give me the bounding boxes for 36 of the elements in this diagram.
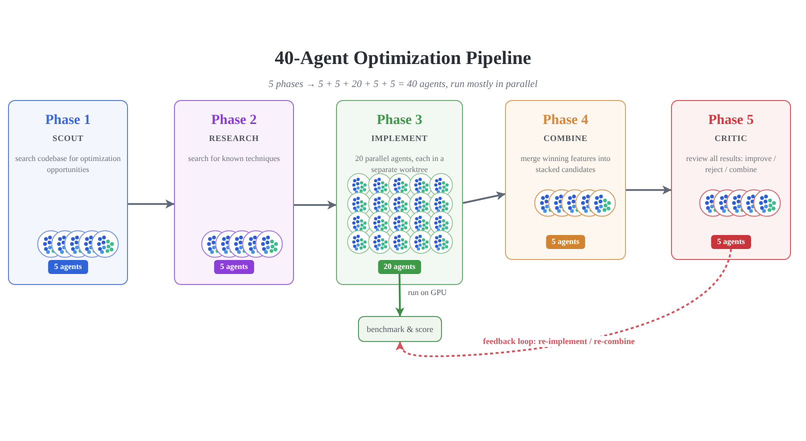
phase-card <box>505 100 626 260</box>
phase-description: review all results: improve / reject / combine <box>685 152 777 174</box>
agent-count-badge: 5 agents <box>546 235 586 249</box>
phase-name: COMBINE <box>544 134 588 142</box>
phase-name: RESEARCH <box>209 134 259 142</box>
agent-count-badge: 5 agents <box>711 235 751 249</box>
phase-card <box>671 100 791 260</box>
phase-name: SCOUT <box>52 134 84 142</box>
arrow <box>626 186 672 194</box>
arrow <box>294 200 336 210</box>
phase-description: search codebase for optimization opportunities <box>14 152 122 174</box>
arrow <box>462 191 506 204</box>
edge-label: run on GPU <box>406 287 449 298</box>
benchmark-box: benchmark & score <box>358 316 442 342</box>
agent-count-badge: 5 agents <box>48 260 88 274</box>
phase-card <box>174 100 294 285</box>
phase-description: 20 parallel agents, each in a separate worktree <box>354 152 445 174</box>
phase-description: search for known techniques <box>187 152 281 164</box>
phase-name: CRITIC <box>714 134 748 142</box>
arrow <box>395 274 404 316</box>
agent-count-badge: 5 agents <box>214 260 254 274</box>
phase-card <box>8 100 128 285</box>
phase-title: Phase 2 <box>211 114 257 128</box>
arrow <box>128 200 174 208</box>
phase-title: Phase 1 <box>45 114 91 128</box>
phase-description: merge winning features into stacked candidates <box>520 152 612 174</box>
phase-title: Phase 5 <box>708 114 754 128</box>
phase-title: Phase 3 <box>376 114 422 128</box>
subtitle: 5 phases → 5 + 5 + 20 + 5 + 5 = 40 agents, run mostly in parallel <box>267 80 538 90</box>
phase-title: Phase 4 <box>542 114 588 128</box>
phase-name: IMPLEMENT <box>371 134 428 142</box>
phase-card <box>336 100 463 285</box>
agent-count-badge: 20 agents <box>378 260 422 274</box>
dashed-arrow <box>396 248 732 358</box>
edge-label: feedback loop: re-implement / re-combine <box>481 336 637 347</box>
diagram-title: 40-Agent Optimization Pipeline <box>274 49 532 68</box>
